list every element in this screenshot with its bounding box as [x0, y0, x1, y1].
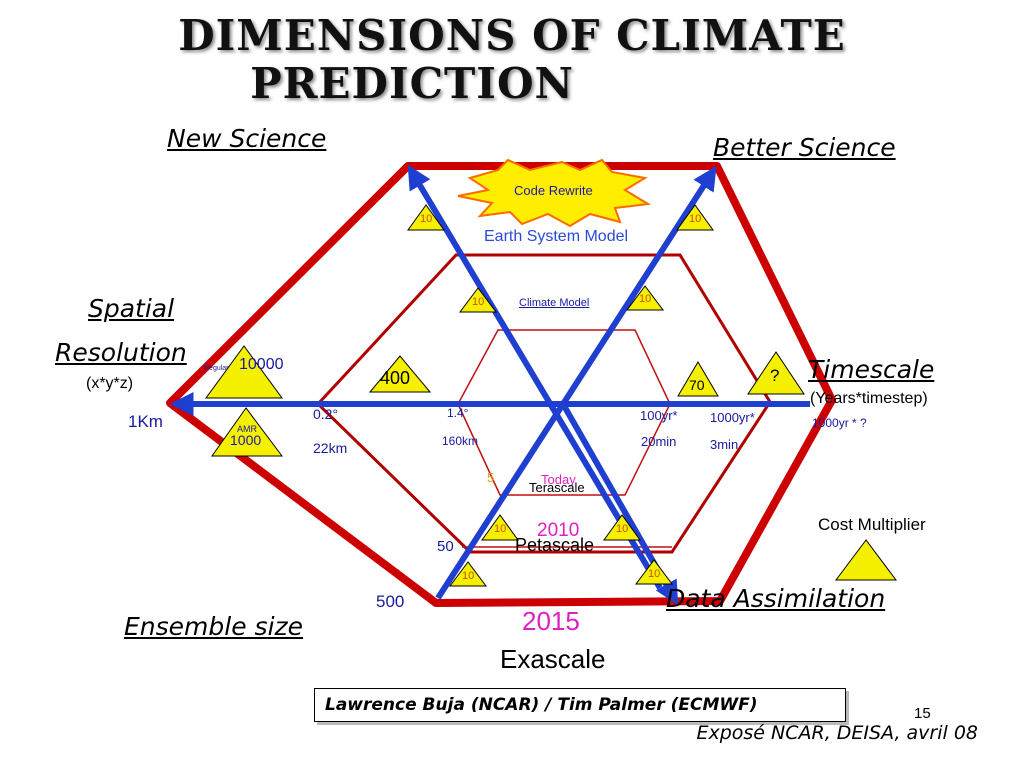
triangle-amr-caption: AMR	[237, 424, 257, 434]
triangle-value: 10	[639, 293, 652, 305]
triangle-value: 10	[689, 213, 702, 225]
triangle-value: 10	[648, 568, 661, 580]
triangle-regular-value: 10000	[239, 356, 284, 373]
title-line-2: PREDICTION	[250, 59, 574, 108]
axis-better-science: Better Science	[713, 133, 896, 162]
axis-new-science: New Science	[167, 124, 327, 153]
ensemble-50: 50	[437, 538, 454, 555]
ensemble-5: 5	[487, 470, 495, 485]
cost-triangle-400	[368, 355, 432, 393]
code-rewrite-burst	[457, 158, 651, 228]
arrow-new-science	[407, 164, 663, 590]
climate-model-label: Climate Model	[519, 297, 590, 309]
timescale-100yr: 100yr*	[640, 408, 678, 423]
axis-data-assimilation: Data Assimilation	[666, 584, 886, 613]
petascale-label: Petascale	[515, 535, 595, 555]
triangle-question-value: ?	[770, 366, 780, 385]
triangle-400-value: 400	[380, 368, 411, 388]
timescale-20min: 20min	[641, 434, 677, 449]
ensemble-500: 500	[376, 592, 405, 611]
axis-timescale: Timescale	[808, 355, 935, 384]
credit-box: Lawrence Buja (NCAR) / Tim Palmer (ECMWF…	[314, 688, 846, 722]
triangle-70-value: 70	[689, 377, 705, 393]
cost-triangle-70	[677, 361, 719, 397]
timescale-1000yr-question: 1000yr * ?	[812, 416, 867, 430]
resolution-160km: 160km	[442, 434, 479, 448]
legend-cost-multiplier: Cost Multiplier	[818, 515, 926, 534]
axis-ensemble-size: Ensemble size	[124, 612, 304, 641]
triangle-value: 10	[462, 570, 475, 582]
cost-triangle	[407, 204, 445, 231]
arrow-better-science	[435, 165, 717, 600]
triangle-regular-caption: Regular	[204, 365, 229, 372]
cost-triangle-question	[747, 351, 805, 395]
year-2015-label: 2015	[522, 606, 580, 636]
resolution-22km: 22km	[313, 440, 348, 456]
cost-triangle	[635, 559, 673, 585]
timescale-unit: (Years*timestep)	[810, 390, 928, 407]
timescale-3min: 3min	[710, 437, 739, 452]
cost-triangle-amr	[211, 407, 283, 457]
code-rewrite-label: Code Rewrite	[514, 183, 593, 198]
triangle-value: 10	[616, 523, 629, 535]
today-label: Today	[541, 472, 576, 487]
triangle-value: 10	[472, 296, 485, 308]
triangle-amr-value: 1000	[230, 432, 262, 448]
resolution-1km: 1Km	[128, 412, 163, 431]
cost-triangle	[626, 285, 664, 311]
footer-text: Exposé NCAR, DEISA, avril 08	[696, 722, 978, 744]
page-number: 15	[914, 705, 931, 722]
resolution-unit: (x*y*z)	[86, 375, 134, 392]
cost-triangle	[603, 514, 641, 541]
cost-triangle	[459, 287, 497, 313]
legend-triangle	[835, 539, 897, 581]
axis-spatial: Spatial	[88, 294, 175, 323]
cost-triangle-regular	[205, 345, 283, 399]
axis-resolution: Resolution	[55, 338, 187, 367]
terascale-label: Terascale	[529, 480, 585, 495]
resolution-0-2-deg: 0.2°	[313, 406, 339, 422]
timescale-1000yr: 1000yr*	[710, 410, 755, 425]
title-line-1: DIMENSIONS OF CLIMATE	[178, 11, 846, 60]
triangle-value: 10	[494, 523, 507, 535]
exascale-label: Exascale	[500, 644, 606, 674]
cost-triangle	[481, 514, 519, 541]
cost-triangle	[449, 561, 487, 587]
triangle-value: 10	[420, 213, 433, 225]
earth-system-model-label: Earth System Model	[484, 228, 629, 245]
cost-triangle	[676, 204, 714, 231]
year-2010-label: 2010	[537, 520, 580, 541]
resolution-1-4-deg: 1.4°	[447, 406, 469, 420]
